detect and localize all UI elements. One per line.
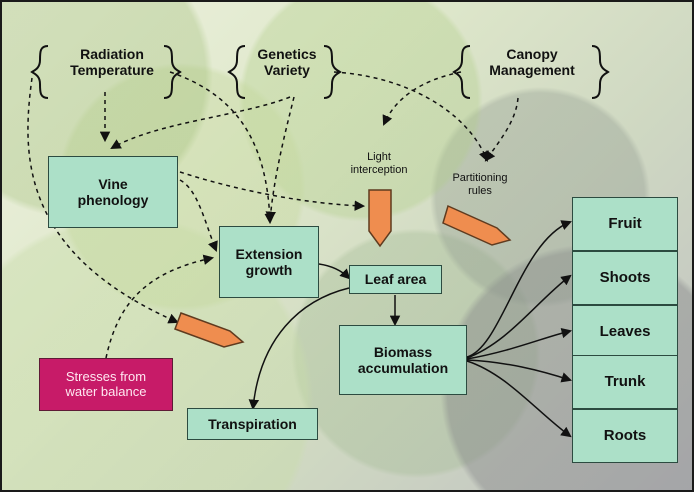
biomass-to-shoots-connector <box>466 274 572 359</box>
biomass-to-fruit-connector <box>466 220 572 358</box>
genetics-to-vine-phenology-connector <box>110 96 291 150</box>
vine-phenology-to-extension-growth-connector <box>179 179 218 252</box>
radiation-bracket-right <box>163 45 182 99</box>
stress-to-extension-growth-connector <box>105 254 215 359</box>
transpiration-box: Transpiration <box>187 408 318 440</box>
partitioning-rules-label: Partitioning rules <box>452 172 508 197</box>
leaf-area-box: Leaf area <box>349 265 442 294</box>
leaves-output-box: Leaves <box>572 305 678 359</box>
extension-growth-box: Extension growth <box>219 226 319 298</box>
genetics-to-extension-growth-connector <box>265 96 295 223</box>
light-interception-process-arrow <box>368 189 392 248</box>
stress-process-arrow <box>174 312 245 348</box>
canopy-bracket-left <box>452 45 471 99</box>
light-interception-label: Light interception <box>350 151 408 176</box>
radiation-temperature-label: Radiation Temperature <box>70 46 154 79</box>
trunk-output-box: Trunk <box>572 355 678 409</box>
canopy-management-label: Canopy Management <box>489 46 575 79</box>
partitioning-process-arrow <box>442 204 512 246</box>
canopy-to-partitioning-connector <box>484 97 519 162</box>
canopy-to-light-interception-connector <box>382 71 462 126</box>
stresses-from-water-balance-box: Stresses from water balance <box>39 358 173 411</box>
biomass-to-leaves-connector <box>466 327 573 360</box>
shoots-output-box: Shoots <box>572 251 678 305</box>
biomass-to-roots-connector <box>466 360 572 438</box>
canopy-bracket-right <box>591 45 610 99</box>
fruit-output-box: Fruit <box>572 197 678 251</box>
extension-growth-to-leaf-area-connector <box>318 263 351 280</box>
genetics-bracket-right <box>323 45 342 99</box>
vine-phenology-to-light-arrow-connector <box>179 171 366 211</box>
biomass-accumulation-box: Biomass accumulation <box>339 325 467 395</box>
genetics-bracket-left <box>227 45 246 99</box>
genetics-to-partitioning-connector <box>333 71 489 162</box>
vine-phenology-box: Vine phenology <box>48 156 178 228</box>
roots-output-box: Roots <box>572 409 678 463</box>
genetics-variety-label: Genetics Variety <box>257 46 317 79</box>
radiation-bracket-left <box>30 45 49 99</box>
biomass-to-trunk-connector <box>466 359 572 383</box>
radiation-to-extension-growth-connector <box>169 71 275 225</box>
leaf-area-to-transpiration-connector <box>248 287 350 411</box>
